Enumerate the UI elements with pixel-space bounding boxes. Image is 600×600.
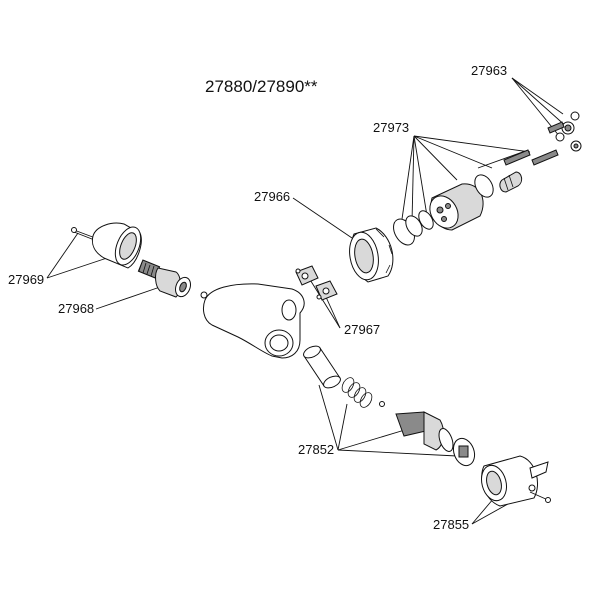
diagram-title: 27880/27890** xyxy=(205,77,318,96)
label-27855: 27855 xyxy=(433,517,469,532)
label-27966: 27966 xyxy=(254,189,290,204)
leader-lines xyxy=(46,77,569,525)
part-27966 xyxy=(349,227,394,283)
label-27968: 27968 xyxy=(58,301,94,316)
part-27852 xyxy=(303,345,476,467)
label-27852: 27852 xyxy=(298,442,334,457)
label-27963: 27963 xyxy=(471,63,507,78)
part-27973 xyxy=(393,149,559,246)
part-27963 xyxy=(547,111,582,152)
label-27967: 27967 xyxy=(344,322,380,337)
label-27973: 27973 xyxy=(373,120,409,135)
part-27855 xyxy=(481,455,551,507)
part-27969 xyxy=(71,222,142,269)
label-27969: 27969 xyxy=(8,272,44,287)
part-27968 xyxy=(137,259,208,299)
faucet-body xyxy=(203,283,305,359)
part-27967 xyxy=(295,265,338,301)
